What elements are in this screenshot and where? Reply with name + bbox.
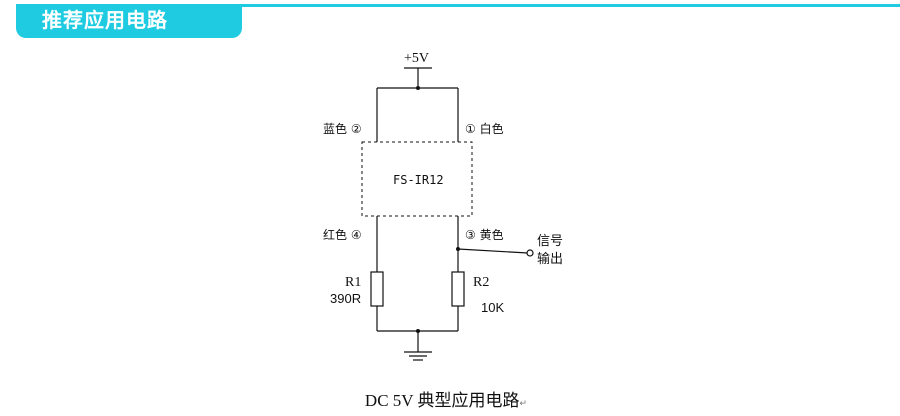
section-tab <box>16 4 242 38</box>
output-label-line2: 输出 <box>537 251 563 267</box>
pin-yellow-label: ③ 黄色 <box>465 228 504 242</box>
pin-red-label: 红色 ④ <box>323 227 362 242</box>
module-label: FS-IR12 <box>393 173 444 187</box>
output-wire <box>457 248 529 254</box>
r2-value: 10K <box>481 300 504 315</box>
pin-white-label: ① 白色 <box>465 121 504 136</box>
section-title: 推荐应用电路 <box>42 8 168 32</box>
r2-name: R2 <box>473 275 489 290</box>
caption-text: DC 5V 典型应用电路 <box>364 391 520 410</box>
supply-label: +5V <box>404 51 429 66</box>
ground-icon <box>404 351 432 361</box>
output-label-line1: 信号 <box>537 234 563 249</box>
r1-value: 390R <box>330 291 361 306</box>
figure-caption: DC 5V 典型应用电路↵ <box>0 386 896 411</box>
resistor-r1 <box>370 271 384 307</box>
resistor-r2 <box>451 271 465 307</box>
r1-name: R1 <box>345 275 361 290</box>
paragraph-mark: ↵ <box>519 398 528 408</box>
header-rule <box>16 4 900 7</box>
junction-top <box>416 86 420 90</box>
junction-bottom <box>416 329 420 333</box>
junction-output <box>456 247 460 251</box>
output-terminal <box>526 249 534 257</box>
pin-blue-label: 蓝色 ② <box>323 122 362 136</box>
module-box <box>361 141 473 217</box>
